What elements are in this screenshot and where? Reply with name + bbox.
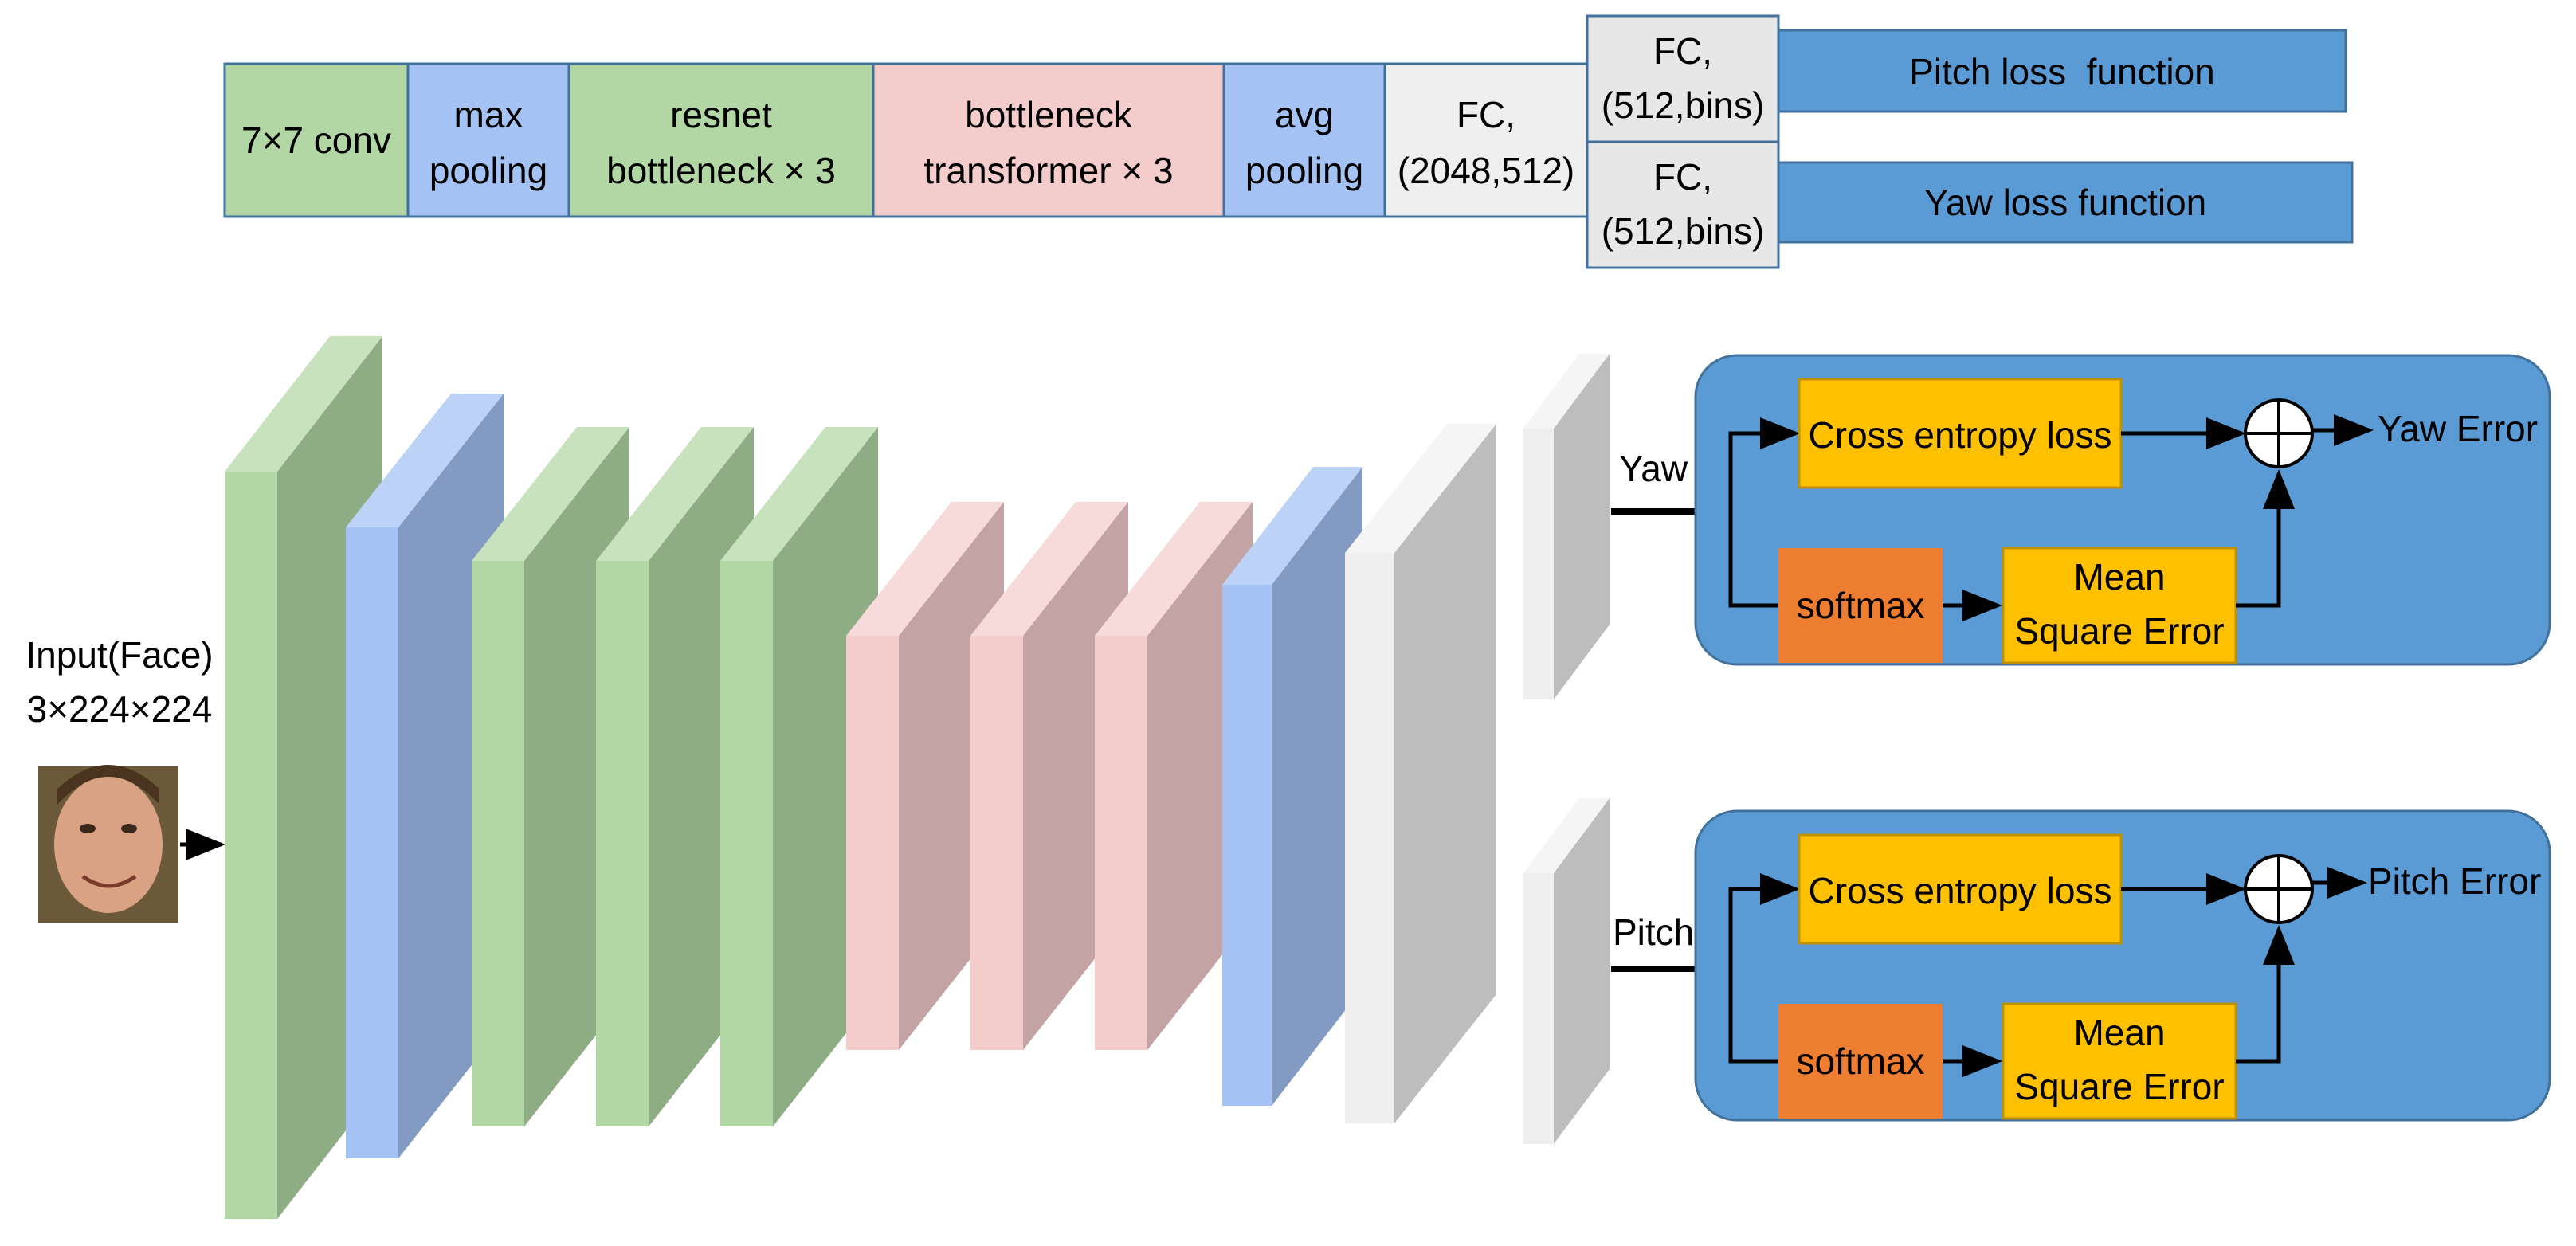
pitch-head-label: Pitch: [1613, 911, 1694, 953]
pitch-mse-label-line2: Square Error: [2014, 1066, 2224, 1107]
legend-fc-top-block: [1586, 14, 1780, 143]
legend-transformer-block: [872, 62, 1225, 218]
legend-conv-block: [223, 62, 410, 218]
legend-fc-bottom-label-line1: FC,: [1653, 156, 1712, 198]
legend-avgpool-label-line2: pooling: [1245, 150, 1363, 191]
yaw-mse-label-line2: Square Error: [2014, 610, 2224, 652]
layer-fc: [1345, 424, 1496, 1123]
pitch-loss-function-label: Pitch loss function: [1909, 51, 2215, 92]
pitch-branch-bottom-arrow: [1728, 969, 1778, 1064]
yaw-head: Yaw Cross entropy loss softmax Mean Squa…: [1611, 354, 2551, 666]
yaw-branch-top-arrow: [1728, 417, 1800, 511]
yaw-head-label: Yaw: [1619, 448, 1688, 489]
yaw-loss-function-label: Yaw loss function: [1924, 182, 2207, 223]
legend-resnet-label-line2: bottleneck × 3: [606, 150, 836, 191]
pitch-head: Pitch Cross entropy loss softmax Mean Sq…: [1611, 809, 2551, 1122]
legend-fc-top-label-line2: (512,bins): [1602, 84, 1765, 126]
legend-fc-top-label-line1: FC,: [1653, 30, 1712, 72]
legend-transformer-label-line2: transformer × 3: [923, 150, 1173, 191]
legend-fc-bottom-label-line2: (512,bins): [1602, 210, 1765, 252]
legend-avgpool-block: [1222, 62, 1386, 218]
legend-fc-label-line1: FC,: [1457, 94, 1515, 135]
pitch-mse-box: [2002, 1002, 2237, 1120]
yaw-softmax-box: [1778, 548, 1943, 663]
legend-maxpool-label-line1: max: [454, 94, 523, 135]
pitch-mse-label-line1: Mean: [2073, 1012, 2165, 1053]
pitch-cross-entropy-box: [1798, 833, 2123, 945]
legend-transformer-label-line1: bottleneck: [965, 94, 1133, 135]
pitch-cross-entropy-label: Cross entropy loss: [1809, 870, 2112, 911]
pitch-branch-top-arrow: [1728, 873, 1800, 969]
legend-fc-bottom-block: [1586, 140, 1780, 269]
yaw-mse-box: [2002, 547, 2237, 664]
input-label-line1: Input(Face): [25, 634, 213, 676]
yaw-mse-to-sum-arrow: [2236, 469, 2295, 608]
yaw-error-label: Yaw Error: [2378, 408, 2538, 449]
layer-fc-yaw: [1523, 354, 1610, 699]
layer-stack: [225, 336, 1610, 1219]
legend-resnet-block: [567, 62, 875, 218]
yaw-sum-node-icon: [2244, 398, 2314, 468]
pitch-sum-node-icon: [2244, 854, 2314, 924]
yaw-mse-label-line1: Mean: [2073, 556, 2165, 598]
yaw-loss-function-bar: [1777, 161, 2354, 244]
face-photo-icon: [38, 765, 178, 923]
legend-maxpool-label-line2: pooling: [429, 150, 547, 191]
yaw-cross-entropy-box: [1798, 378, 2123, 489]
legend-maxpool-block: [406, 62, 570, 218]
legend-bar: 7×7 conv max pooling resnet bottleneck ×…: [223, 14, 2354, 269]
legend-conv-label: 7×7 conv: [241, 120, 391, 161]
layer-fc-pitch: [1523, 798, 1610, 1144]
legend-fc-label-line2: (2048,512): [1398, 150, 1575, 191]
legend-resnet-label-line1: resnet: [670, 94, 772, 135]
input-label-line2: 3×224×224: [27, 688, 213, 730]
input-section: Input(Face) 3×224×224: [25, 634, 225, 923]
legend-fc-block: [1383, 62, 1589, 218]
yaw-branch-bottom-arrow: [1728, 511, 1778, 608]
pitch-softmax-box: [1778, 1004, 1943, 1119]
layer-avgpool: [1222, 467, 1362, 1106]
pitch-loss-function-bar: [1777, 29, 2347, 113]
yaw-cross-entropy-label: Cross entropy loss: [1809, 414, 2112, 456]
pitch-error-label: Pitch Error: [2368, 860, 2541, 902]
pitch-softmax-label: softmax: [1796, 1040, 1924, 1082]
yaw-softmax-label: softmax: [1796, 585, 1924, 626]
pitch-mse-to-sum-arrow: [2236, 925, 2295, 1064]
legend-avgpool-label-line1: avg: [1275, 94, 1334, 135]
